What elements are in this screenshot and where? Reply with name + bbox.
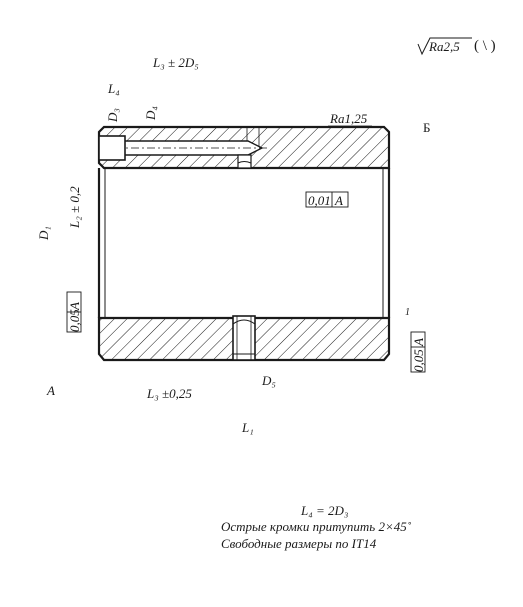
tol-frame-right (410, 331, 426, 373)
tol-inner-value: 0,01 (308, 193, 331, 208)
counterbore (98, 135, 126, 161)
tol-left-datum: A (67, 302, 82, 310)
tol-frame-inner (305, 191, 349, 208)
dim-d3: D₃ (105, 108, 120, 122)
tol-inner-datum: A (335, 193, 343, 208)
tol-right-value: 0,05 (411, 349, 426, 372)
dim-d1: D₁ (36, 226, 51, 240)
label-b: Б (423, 120, 431, 135)
dim-l1: L₁ (242, 420, 254, 435)
roughness-surface-label: Ra1,25 (330, 111, 368, 126)
tol-right-datum: A (411, 338, 426, 346)
note-tolerances: Свободные размеры по IT14 (221, 536, 377, 551)
dim-l4: L₄ (108, 81, 120, 96)
roughness-general-label: Ra2,5 (429, 39, 460, 54)
mark-one: 1 (405, 307, 410, 318)
radial-hole (232, 315, 256, 361)
bottom-wall-section (97, 315, 391, 362)
tol-left-value: 0,05 (67, 309, 82, 332)
dim-d4: D₄ (143, 106, 158, 120)
dim-d5: D₅ (262, 373, 276, 388)
note-edges: Острые кромки притупить 2×45˚ (221, 519, 412, 534)
roughness-sign-general (417, 37, 472, 56)
label-a: A (47, 383, 55, 398)
top-wall-section (97, 125, 391, 170)
bore-outline (97, 168, 391, 318)
dim-l2: L₂ ± 0,2 (67, 186, 82, 228)
dim-l3-bottom: L₃ ±0,25 (147, 386, 192, 401)
roughness-paren-label: ( \ ) (474, 38, 496, 54)
dim-l3-top: L₃ ± 2D₅ (153, 55, 199, 70)
note-l4: L₄ = 2D₃ (301, 503, 349, 518)
